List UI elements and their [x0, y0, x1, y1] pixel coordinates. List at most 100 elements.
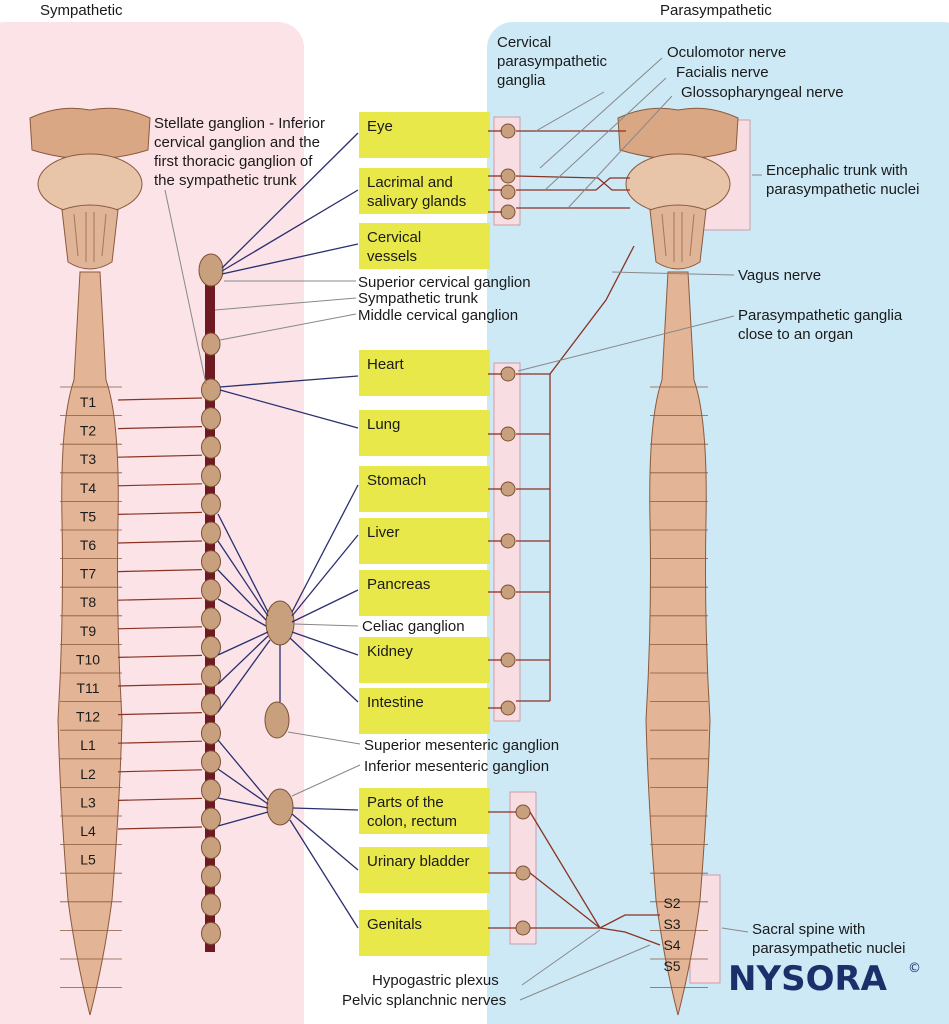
- organ-label-cervical-vessels-line2: vessels: [367, 248, 417, 265]
- parasympathetic-ganglion: [500, 584, 516, 600]
- parasympathetic-ganglion: [500, 700, 516, 716]
- parasympathetic-ganglion: [500, 426, 516, 442]
- parasympathetic-panel: [487, 22, 949, 1024]
- trunk-ganglion: [201, 635, 221, 659]
- logo-text: NYSORA: [728, 959, 888, 999]
- segment-label-l4: L4: [80, 823, 96, 839]
- segment-label-t12: T12: [76, 709, 100, 725]
- ramus-line: [117, 597, 203, 601]
- sacral-label-s2: S2: [663, 895, 680, 911]
- trunk-ganglion: [201, 836, 221, 860]
- segment-label-l1: L1: [80, 737, 96, 753]
- parasympathetic-fibers: [488, 130, 661, 946]
- vagus-nerve-label: Vagus nerve: [738, 267, 821, 284]
- organ-label-kidney: Kidney: [367, 643, 413, 660]
- trunk-ganglion: [201, 550, 221, 574]
- superior-cervical-ganglion-label: Superior cervical ganglion: [358, 274, 531, 291]
- left-annotation-leaders: [164, 189, 361, 797]
- ramus-line: [117, 712, 203, 716]
- trunk-ganglion: [201, 750, 221, 774]
- organ-label-colon-line1: Parts of the: [367, 794, 444, 811]
- cervical-parasympathetic-ganglia-label: Cervical parasympathetic ganglia: [497, 34, 611, 89]
- trunk-ganglion: [201, 807, 221, 831]
- ramus-line: [117, 740, 203, 744]
- organ-box-cervical-vessels: Cervical vessels: [359, 223, 490, 269]
- organ-box-lung: Lung: [359, 410, 490, 456]
- trunk-ganglion: [201, 607, 221, 631]
- organ-label-lacrimal-line2: salivary glands: [367, 193, 466, 210]
- segment-label-l5: L5: [80, 852, 96, 868]
- parasympathetic-ganglion: [500, 184, 516, 200]
- parasympathetic-ganglion: [500, 652, 516, 668]
- header-parasympathetic: Parasympathetic: [660, 2, 772, 19]
- parasympathetic-ganglia-close-label: Parasympathetic ganglia close to an orga…: [738, 307, 906, 343]
- organ-box-eye: Eye: [359, 112, 490, 158]
- inferior-mesenteric-ganglion: [266, 788, 294, 826]
- logo-copyright-mark: ©: [908, 961, 921, 976]
- pelvic-splanchnic-nerves-label: Pelvic splanchnic nerves: [342, 992, 506, 1009]
- ramus-line: [117, 654, 203, 658]
- segment-label-t5: T5: [80, 508, 97, 524]
- segment-label-t7: T7: [80, 566, 97, 582]
- organ-label-heart: Heart: [367, 356, 405, 373]
- organ-box-kidney: Kidney: [359, 637, 490, 683]
- sacral-label-s5: S5: [663, 958, 680, 974]
- rami-communicantes: [117, 397, 203, 830]
- sacral-spine-label: Sacral spine with parasympathetic nuclei: [752, 921, 905, 957]
- ramus-line: [117, 826, 203, 830]
- organ-box-colon: Parts of the colon, rectum: [359, 788, 490, 834]
- parasympathetic-ganglion: [500, 481, 516, 497]
- trunk-ganglion: [201, 921, 221, 945]
- parasympathetic-ganglion: [515, 865, 531, 881]
- middle-cervical-ganglion-label: Middle cervical ganglion: [358, 307, 518, 324]
- organ-label-genitals: Genitals: [367, 916, 422, 933]
- superior-cervical-ganglion: [198, 253, 224, 287]
- parasympathetic-ganglion: [515, 920, 531, 936]
- organ-label-colon-line2: colon, rectum: [367, 813, 457, 830]
- celiac-ganglion-label: Celiac ganglion: [362, 618, 465, 635]
- ramus-line: [117, 483, 203, 487]
- segment-label-t11: T11: [76, 680, 99, 696]
- organ-label-bladder: Urinary bladder: [367, 853, 470, 870]
- ramus-line: [117, 397, 203, 401]
- parasympathetic-ganglion: [515, 804, 531, 820]
- segment-label-t8: T8: [80, 594, 97, 610]
- parasympathetic-ganglia: [500, 123, 531, 936]
- ramus-line: [117, 426, 203, 430]
- organ-label-cervical-vessels-line1: Cervical: [367, 229, 421, 246]
- organ-box-heart: Heart: [359, 350, 490, 396]
- ramus-line: [117, 683, 203, 687]
- organ-box-genitals: Genitals: [359, 910, 490, 956]
- nysora-logo: NYSORA ©: [728, 959, 921, 999]
- vertebral-segment-dividers: [60, 386, 122, 988]
- trunk-ganglion: [201, 435, 221, 459]
- parasympathetic-ganglion: [500, 366, 516, 382]
- ramus-line: [117, 626, 203, 630]
- trunk-ganglion: [201, 378, 221, 402]
- superior-mesenteric-ganglion-label: Superior mesenteric ganglion: [364, 737, 559, 754]
- segment-label-t9: T9: [80, 623, 97, 639]
- organ-label-eye: Eye: [367, 118, 393, 135]
- ramus-line: [117, 769, 203, 773]
- segment-label-l3: L3: [80, 794, 96, 810]
- organ-box-liver: Liver: [359, 518, 490, 564]
- segment-label-t10: T10: [76, 651, 100, 667]
- trunk-ganglion: [201, 721, 221, 745]
- trunk-ganglion: [201, 893, 221, 917]
- encephalic-trunk-label: Encephalic trunk with parasympathetic nu…: [766, 162, 919, 198]
- organ-label-intestine: Intestine: [367, 694, 424, 711]
- sacral-label-s4: S4: [663, 937, 680, 953]
- sympathetic-trunk-label: Sympathetic trunk: [358, 290, 479, 307]
- facialis-nerve-label: Facialis nerve: [676, 64, 769, 81]
- segment-label-l2: L2: [80, 766, 96, 782]
- segment-label-t3: T3: [80, 451, 97, 467]
- right-annotation-leaders: [517, 57, 762, 1001]
- right-segment-dividers: [650, 386, 708, 988]
- organ-label-stomach: Stomach: [367, 472, 426, 489]
- trunk-ganglion: [201, 521, 221, 545]
